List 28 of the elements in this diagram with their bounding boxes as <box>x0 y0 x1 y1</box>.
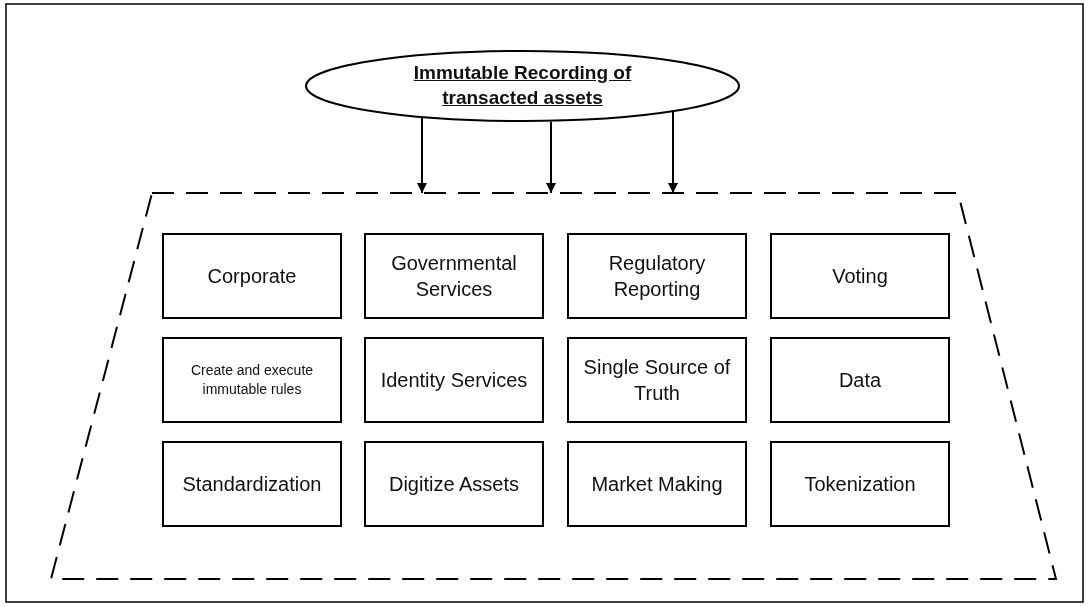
box-label: Governmental Services <box>390 251 518 302</box>
arrow <box>546 120 556 194</box>
arrow <box>668 111 678 194</box>
category-box <box>364 233 544 319</box>
box-label: Create and execute immutable rules <box>189 361 315 399</box>
category-box <box>162 337 342 423</box>
category-box <box>162 441 342 527</box>
title-label: Immutable Recording of transacted assets <box>412 61 633 110</box>
box-label: Market Making <box>590 472 724 497</box>
category-box <box>162 233 342 319</box>
box-label: Identity Services <box>379 368 529 393</box>
category-box <box>567 441 747 527</box>
box-label: Tokenization <box>803 472 917 497</box>
box-label: Digitize Assets <box>387 472 521 497</box>
category-box <box>770 233 950 319</box>
arrow <box>417 116 427 194</box>
category-box <box>770 337 950 423</box>
category-box <box>567 233 747 319</box>
box-label: Voting <box>831 264 889 289</box>
category-box <box>770 441 950 527</box>
box-label: Standardization <box>181 472 323 497</box>
box-label: Data <box>837 368 883 393</box>
category-box <box>364 337 544 423</box>
category-box <box>567 337 747 423</box>
box-label: Regulatory Reporting <box>607 251 707 302</box>
category-box <box>364 441 544 527</box>
box-label: Single Source of Truth <box>582 355 732 406</box>
box-label: Corporate <box>206 264 298 289</box>
